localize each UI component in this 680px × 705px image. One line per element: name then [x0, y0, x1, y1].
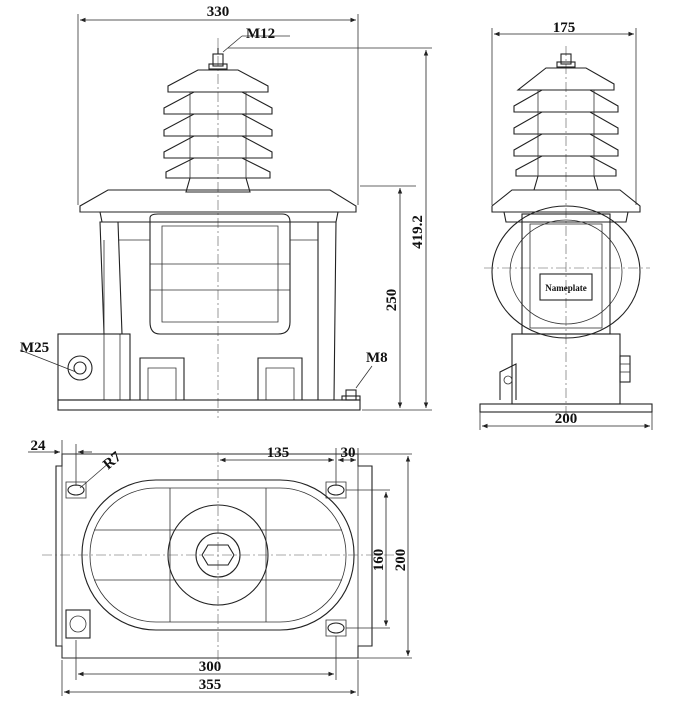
- front-base-plate: [57, 399, 361, 411]
- dim-355: 355: [199, 677, 222, 693]
- label-m12: M12: [246, 26, 275, 42]
- dim-300: 300: [199, 659, 222, 675]
- dim-width-175: 175: [553, 20, 576, 36]
- label-r7: R7: [100, 449, 125, 473]
- base-channels: [139, 357, 303, 400]
- dim-height-419: 419.2: [410, 215, 426, 249]
- dim-135: 135: [267, 445, 290, 461]
- side-view: 175 Nameplate: [479, 20, 653, 430]
- mount-hole-br: [327, 622, 345, 634]
- nameplate: [539, 273, 593, 301]
- terminal-box: M25: [19, 333, 131, 401]
- label-m8: M8: [366, 350, 388, 366]
- dim-160: 160: [371, 549, 387, 572]
- front-view: 330 M12: [19, 4, 432, 418]
- dim-30: 30: [341, 445, 356, 461]
- side-core-ring: [491, 205, 641, 339]
- top-terminal: M12: [208, 26, 290, 70]
- side-base-plate: [479, 403, 653, 413]
- ground-terminal: M8: [341, 350, 388, 401]
- dim-base-200: 200: [555, 411, 578, 427]
- mount-hole-tr: [327, 484, 345, 496]
- dim-200: 200: [393, 549, 409, 572]
- insulator-sheds: [163, 69, 273, 193]
- label-m25: M25: [20, 340, 49, 356]
- dim-24: 24: [31, 438, 47, 454]
- dim-height-250: 250: [384, 289, 400, 312]
- top-view: 24 R7 135 30 160 200 300 355: [28, 438, 412, 696]
- nameplate-label: Nameplate: [545, 283, 587, 293]
- dim-width-330: 330: [207, 4, 230, 20]
